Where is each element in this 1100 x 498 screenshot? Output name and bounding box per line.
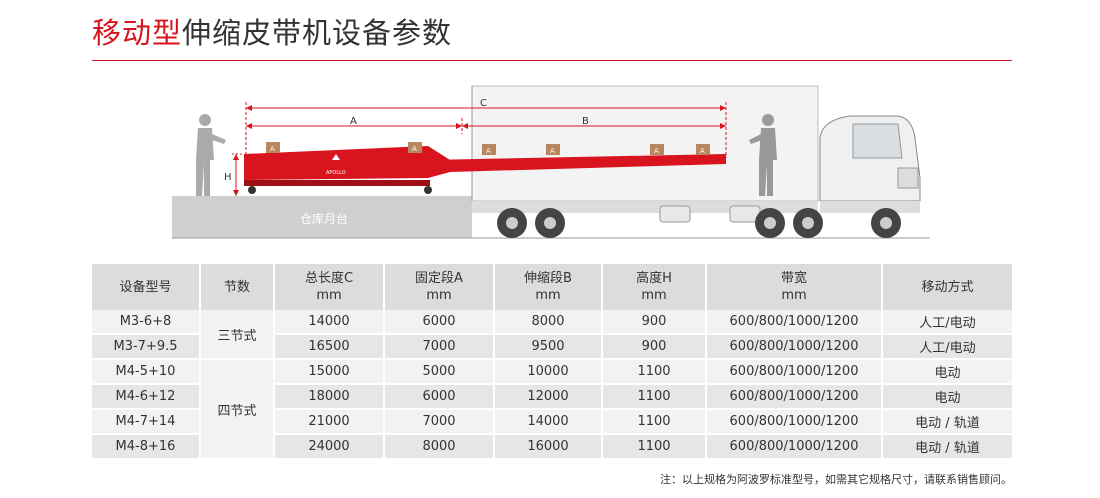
conveyor-diagram: 仓库月台 APOLLO A A bbox=[172, 85, 930, 239]
page-title: 移动型伸缩皮带机设备参数 bbox=[92, 10, 452, 52]
page-title-highlight: 移动型 bbox=[92, 16, 183, 50]
table-row: M3-6+8 三节式 14000 6000 8000 900 600/800/1… bbox=[92, 310, 1012, 360]
dock-label: 仓库月台 bbox=[300, 211, 348, 226]
dimension-label-a: A bbox=[350, 116, 357, 127]
cargo-box: A bbox=[408, 142, 422, 153]
operator-right-icon bbox=[749, 114, 777, 196]
brand-label: APOLLO bbox=[326, 170, 346, 176]
table-row: M4-5+10 四节式 15000 5000 10000 1100 600/80… bbox=[92, 359, 1012, 460]
dimension-label-b: B bbox=[582, 116, 589, 127]
header-movement: 移动方式 bbox=[882, 264, 1012, 310]
svg-text:A: A bbox=[486, 147, 491, 155]
header-sections: 节数 bbox=[200, 264, 275, 310]
group-label: 四节式 bbox=[200, 359, 275, 460]
cargo-box: A bbox=[546, 144, 560, 155]
page-title-rest: 伸缩皮带机设备参数 bbox=[182, 16, 453, 50]
cargo-box: A bbox=[696, 144, 710, 155]
footnote: 注：以上规格为阿波罗标准型号，如需其它规格尺寸，请联系销售顾问。 bbox=[660, 473, 1012, 486]
conveyor-fixed-section bbox=[244, 146, 450, 180]
operator-left-icon bbox=[196, 114, 226, 196]
table-row: M3-7+9.5 16500 7000 9500 900 600/800/100… bbox=[92, 334, 1012, 360]
header-model: 设备型号 bbox=[92, 264, 201, 310]
svg-text:A: A bbox=[550, 147, 555, 155]
table-row: M4-7+14 21000 7000 14000 1100 600/800/10… bbox=[92, 409, 1012, 435]
table-row: M4-8+16 24000 8000 16000 1100 600/800/10… bbox=[92, 434, 1012, 460]
svg-text:A: A bbox=[270, 145, 275, 153]
cargo-box: A bbox=[266, 142, 280, 153]
cargo-box: A bbox=[482, 144, 496, 155]
svg-text:A: A bbox=[412, 145, 417, 153]
warehouse-dock bbox=[172, 196, 472, 238]
table-row: M4-6+12 18000 6000 12000 1100 600/800/10… bbox=[92, 384, 1012, 410]
dimension-label-c: C bbox=[480, 98, 487, 109]
group-label: 三节式 bbox=[200, 310, 275, 360]
cargo-box: A bbox=[650, 144, 664, 155]
svg-text:A: A bbox=[700, 147, 705, 155]
svg-text:A: A bbox=[654, 147, 659, 155]
dimension-label-h: H bbox=[224, 172, 232, 183]
title-divider bbox=[92, 60, 1012, 61]
conveyor-telescopic-section bbox=[428, 154, 726, 172]
